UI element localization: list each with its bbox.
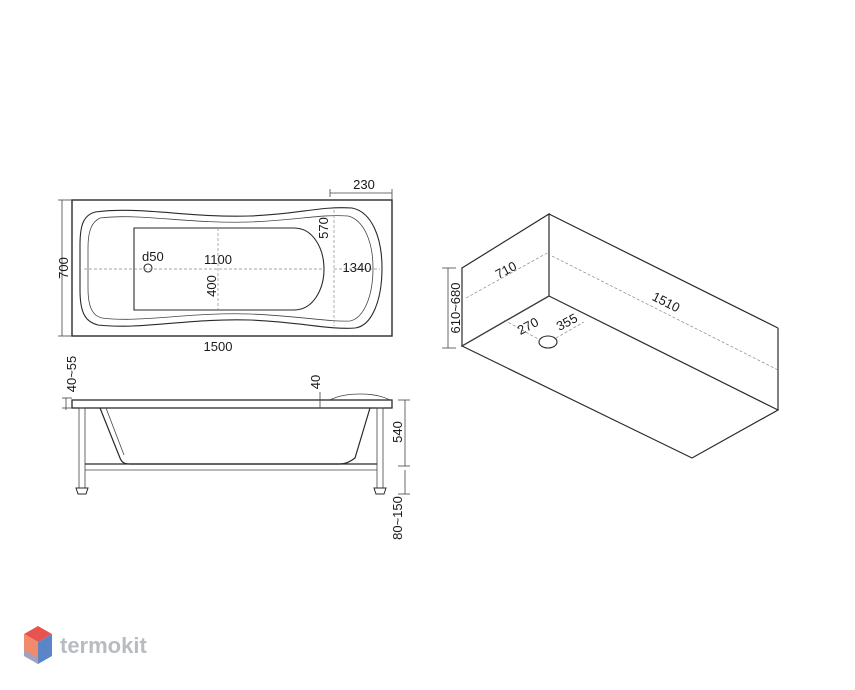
dim-40: 40 (308, 375, 323, 389)
bowl-inner-contour (87, 215, 374, 322)
dim-line-710 (465, 251, 550, 299)
iso-view: 610~680 710 1510 270 355 (442, 212, 780, 459)
dim-1340: 1340 (343, 260, 372, 275)
bowl-outer-contour (79, 207, 383, 329)
leg-left (78, 407, 86, 489)
dim-line-1510 (551, 255, 779, 371)
dim-230: 230 (353, 177, 375, 192)
dim-710: 710 (493, 258, 519, 281)
dim-540: 540 (390, 421, 405, 443)
side-bowl (99, 407, 371, 465)
iso-bottom-face (460, 295, 780, 459)
side-view: 40~55 40 540 80~150 (62, 356, 410, 540)
dim-700: 700 (56, 257, 71, 279)
bowl-bottom (133, 227, 325, 311)
brand-name: termokit (60, 633, 147, 658)
dim-570: 570 (316, 217, 331, 239)
side-rim (71, 399, 393, 409)
drain-icon (143, 263, 153, 273)
top-view: 700 230 1100 d50 400 570 1340 1500 (56, 177, 393, 354)
dim-1510: 1510 (650, 289, 683, 315)
top-view-outline (71, 199, 393, 337)
dim-270: 270 (515, 314, 541, 337)
dim-610-680: 610~680 (448, 283, 463, 334)
leg-right (376, 407, 384, 489)
cube-logo-icon (24, 626, 52, 664)
foot-left (75, 487, 89, 495)
termokit-logo: termokit (24, 626, 147, 664)
dim-80-150: 80~150 (390, 496, 405, 540)
dim-400: 400 (204, 275, 219, 297)
dim-line-355 (555, 321, 585, 339)
dim-d50: d50 (142, 249, 164, 264)
foot-right (373, 487, 387, 495)
dim-355: 355 (554, 310, 580, 333)
iso-drain-icon (538, 335, 558, 349)
iso-top-edge (548, 213, 779, 329)
dim-1500: 1500 (204, 339, 233, 354)
side-headrest (329, 393, 391, 401)
dim-line-270 (503, 319, 541, 341)
dim-40-55: 40~55 (64, 356, 79, 393)
